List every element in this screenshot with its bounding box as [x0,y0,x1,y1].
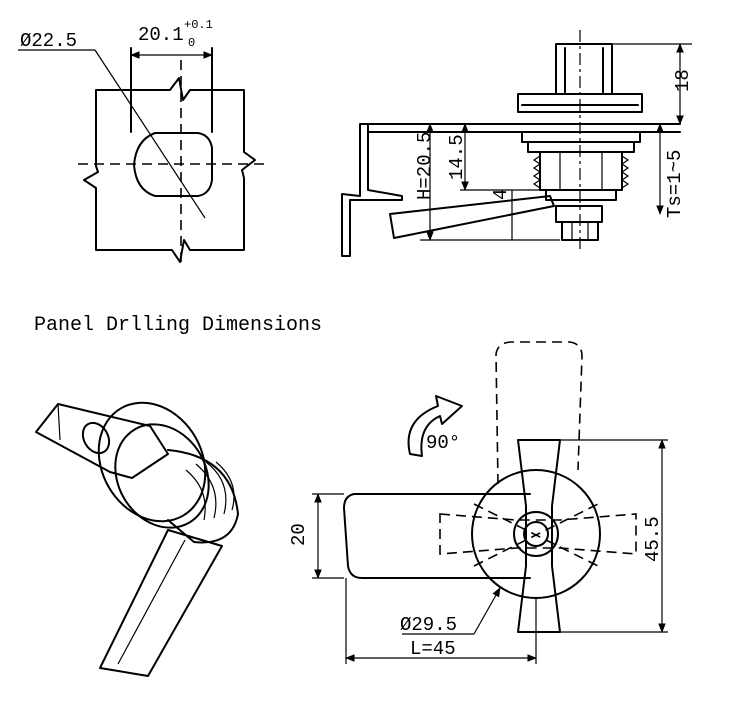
washer [521,131,641,143]
diameter-leader-line [94,49,206,219]
cam-arm [389,195,555,239]
iso-head-inner [114,423,210,529]
rotation-arrow [407,395,463,457]
panel-bracket [341,123,681,257]
height-14-5-label: 14.5 [446,134,468,180]
rotation-label: 90° [426,432,460,454]
body-circle [471,469,601,599]
key-hub-outer [513,511,559,557]
drill-hole-outline [133,132,213,197]
lever-arm [343,493,531,579]
thickness-ts-label: Ts=1~5 [664,150,686,218]
panel-drilling-view: Ø22.5 20.1 +0.1 0 [18,18,270,266]
head-flange [517,93,643,113]
side-view: 18 Ts=1~5 H=20.5 14.5 4 [341,30,694,257]
iso-lever-edge [117,539,186,665]
depth-4-label: 4 [490,189,512,200]
width-20-label: 20 [288,523,310,546]
length-label: L=45 [410,638,456,660]
diameter-label: Ø22.5 [20,30,77,52]
cam-knob [555,43,613,95]
diameter-29-5-label: Ø29.5 [400,614,457,636]
thread-right [620,155,630,189]
iso-head-flange [97,401,207,523]
width-label: 20.1 [138,24,184,46]
key-hub-inner [523,521,549,547]
front-view: 90° 20 45.5 L=45 Ø29.5 [288,341,668,664]
cam-hub [555,205,603,223]
height-18-label: 18 [672,69,694,92]
lower-collar [545,189,617,201]
iso-key-hole [81,421,111,455]
diameter-29-5-leader [473,587,501,635]
iso-lever-arm [99,529,223,677]
iso-threads [185,461,235,521]
iso-key-head [35,403,169,479]
threaded-body [539,151,623,191]
iso-key-edge [57,403,61,441]
nut [527,141,635,153]
cam-diag-2 [473,503,599,567]
section-title: Panel Drlling Dimensions [34,314,322,337]
height-45-5-label: 45.5 [642,516,664,562]
rotated-lever [495,341,583,485]
isometric-view [35,401,239,677]
thread-left [532,155,542,189]
tolerance-lower: 0 [188,36,195,50]
tolerance-upper: +0.1 [184,18,213,32]
height-h-label: H=20.5 [414,132,436,200]
panel-break-outline [83,77,256,263]
cam-horizontal [439,513,637,555]
iso-thread-body [167,449,239,544]
